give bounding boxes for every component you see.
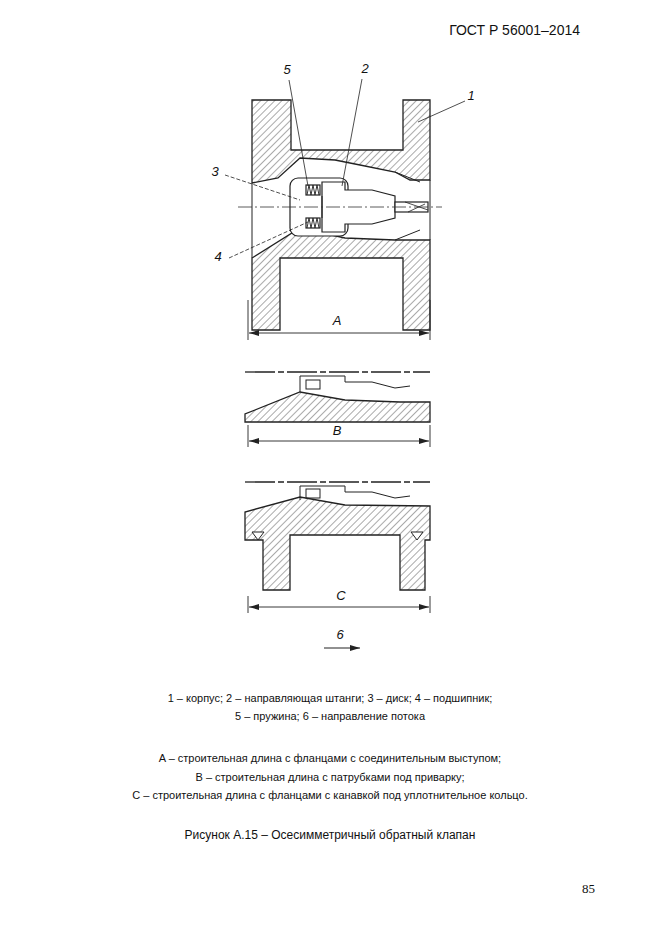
valve-body-ring-joint [245,482,430,590]
valve-body-full [252,100,430,183]
valve-internals [307,185,319,195]
key-line: C – строительная длина с фланцами с кана… [132,789,527,802]
valve-body-full [252,228,430,330]
valve-body-ring-joint [245,497,430,590]
valve-internals [307,218,319,228]
dimension-c [430,596,431,613]
valve-internals [306,218,320,228]
valve-body-weld-ends [306,380,320,389]
valve-body-weld-ends [300,376,410,392]
figure-caption: Рисунок А.15 – Осесимметричный обратный … [185,829,476,843]
dimension-b [248,425,430,447]
leader-lines [225,175,300,200]
key-line: A – строительная длина с фланцами с соед… [159,752,501,765]
valve-body-weld-ends [245,371,430,372]
dimension-b [249,441,429,442]
leader-lines [229,222,308,258]
page-number: 85 [582,882,595,897]
valve-body-full [252,100,430,330]
dimension-a [248,300,430,340]
callout-number: 1 [467,89,474,104]
callout-number: 2 [361,62,368,77]
valve-body-ring-joint [245,481,430,482]
leader-lines [289,80,308,186]
valve-body-weld-ends [245,372,430,422]
valve-internals [306,185,320,195]
valve-body-weld-ends [245,392,430,422]
callout-number: 5 [283,63,290,78]
dimension-label: C [336,589,345,604]
valve-body-full [252,183,253,258]
callout-number: 3 [211,165,218,180]
center-line [238,207,442,208]
dimension-a [430,300,431,340]
leader-lines [225,79,465,258]
dimension-b [248,425,249,447]
dimension-c [249,607,429,608]
callout-number: 6 [336,628,343,643]
dimension-label: B [333,424,342,439]
valve-body-ring-joint [300,486,410,500]
valve-body-ring-joint [306,489,320,498]
callout-number: 4 [214,250,221,265]
dimension-a [249,333,429,334]
leader-lines [342,79,362,186]
key-line: 5 – пружина; 6 – направление потока [235,710,425,723]
dimension-label: A [333,314,342,329]
key-line: B – строительная длина с патрубками под … [196,771,465,784]
key-line: 1 – корпус; 2 – направляющая штанги; 3 –… [168,692,493,705]
valve-body-full [430,180,431,240]
flow-arrow [324,648,360,649]
dimension-c [248,596,249,613]
valve-body-ring-joint [252,532,423,540]
leader-lines [418,101,465,122]
page-header: ГОСТ Р 56001–2014 [449,22,580,38]
dimension-b [430,425,431,447]
dimension-a [248,300,249,340]
